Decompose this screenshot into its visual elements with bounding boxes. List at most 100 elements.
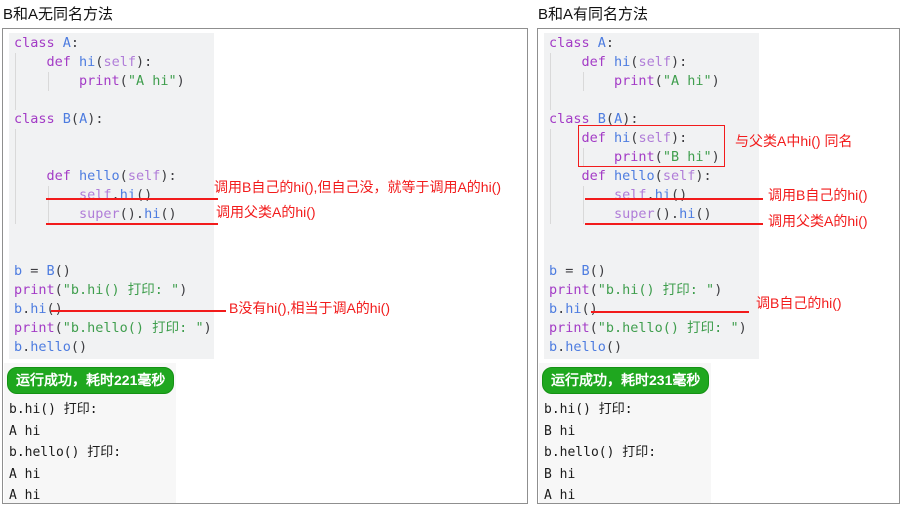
indent-guide <box>550 53 551 72</box>
code-token: print <box>614 149 655 165</box>
code-line: def hello(self): <box>544 167 759 186</box>
annotation-text: 调用父类A的hi() <box>216 204 316 220</box>
code-token: "b.hello() 打印: " <box>62 320 204 336</box>
code-token: () <box>670 187 688 203</box>
code-token: self <box>614 187 647 203</box>
code-token: hi <box>79 54 96 70</box>
code-token: A <box>79 111 88 127</box>
panel-no-same-name-method: B和A无同名方法 class A: def hi(self): print("A… <box>2 6 528 504</box>
code-token: ( <box>119 168 128 184</box>
code-token: A <box>62 35 71 51</box>
panel-title: B和A无同名方法 <box>3 6 114 23</box>
code-token: ) <box>711 73 720 89</box>
code-line <box>544 224 759 243</box>
code-token: hi <box>614 130 631 146</box>
run-status-badge: 运行成功，耗时231毫秒 <box>542 367 710 394</box>
code-token: self <box>638 54 671 70</box>
code-token: () <box>160 206 177 222</box>
indent-guide <box>47 72 49 91</box>
code-token: class <box>14 111 63 127</box>
code-line <box>9 129 214 148</box>
code-token: hello <box>30 339 71 355</box>
code-token: hi <box>679 206 696 222</box>
code-token <box>14 187 79 203</box>
code-line: class A: <box>9 34 214 53</box>
output-line: A hi <box>9 466 41 482</box>
code-token: A <box>597 35 606 51</box>
code-token: self <box>79 187 112 203</box>
indent-guide <box>15 72 16 91</box>
annotation-text: 调用B自己的hi() <box>768 187 868 203</box>
panel-box: class A: def hi(self): print("A hi")clas… <box>537 28 900 504</box>
code-token: ): <box>670 130 688 146</box>
code-token: b <box>14 263 23 279</box>
code-line: self.hi() <box>9 186 214 205</box>
panel-same-name-method: B和A有同名方法 class A: def hi(self): print("A… <box>535 0 902 508</box>
code-token: ( <box>70 111 80 127</box>
code-token: b <box>549 339 558 355</box>
code-token: ) <box>179 282 188 298</box>
code-line: def hello(self): <box>9 167 214 186</box>
code-token: ( <box>119 73 128 89</box>
code-token <box>549 206 614 222</box>
code-token: () <box>589 263 606 279</box>
indent-guide <box>15 186 16 205</box>
code-token: ): <box>135 54 153 70</box>
code-token: "A hi" <box>662 73 712 89</box>
code-token: hello <box>79 168 120 184</box>
code-token <box>14 206 79 222</box>
annotation-text: 调用B自己的hi(),但自己没，就等于调用A的hi() <box>214 179 502 195</box>
code-token: super <box>614 206 655 222</box>
code-token: def <box>46 54 80 70</box>
code-token <box>549 54 582 70</box>
code-token: b <box>549 263 558 279</box>
code-line: print("b.hi() 打印: ") <box>9 281 214 300</box>
code-token: "b.hi() 打印: " <box>62 282 180 298</box>
code-token: B <box>581 263 590 279</box>
code-token: ): <box>670 54 688 70</box>
code-token: . <box>111 187 120 203</box>
code-line: b = B() <box>9 262 214 281</box>
code-line <box>544 91 759 110</box>
code-line <box>9 91 214 110</box>
indent-guide <box>15 53 16 72</box>
code-token: def <box>581 54 615 70</box>
output-line: b.hi() 打印: <box>9 402 106 417</box>
indent-guide <box>47 205 49 224</box>
code-line: def hi(self): <box>544 53 759 72</box>
code-token: ( <box>589 320 598 336</box>
code-line: b.hi() <box>9 300 214 319</box>
code-token: hello <box>614 168 655 184</box>
code-token: class <box>549 111 598 127</box>
output-line: b.hello() 打印: <box>544 445 664 460</box>
code-token: print <box>614 73 655 89</box>
code-token: ) <box>711 149 720 165</box>
code-token: b <box>14 339 23 355</box>
panel-title: B和A有同名方法 <box>538 6 649 23</box>
code-token: ( <box>654 168 663 184</box>
code-line: class B(A): <box>9 110 214 129</box>
code-token: hi <box>654 187 671 203</box>
code-token: super <box>79 206 120 222</box>
indent-guide <box>582 148 584 167</box>
code-token: ): <box>87 111 104 127</box>
code-token: ) <box>176 73 185 89</box>
code-token: B <box>62 111 71 127</box>
code-line <box>544 243 759 262</box>
code-token: self <box>127 168 161 184</box>
code-token: hello <box>565 339 606 355</box>
code-token: ( <box>54 320 63 336</box>
code-token: ( <box>630 54 639 70</box>
code-token: ) <box>714 282 723 298</box>
indent-guide <box>550 205 551 224</box>
code-editor: class A: def hi(self): print("A hi")clas… <box>544 33 759 359</box>
code-line: print("A hi") <box>544 72 759 91</box>
code-token: ): <box>160 168 177 184</box>
code-token: = <box>557 263 582 279</box>
code-line: super().hi() <box>9 205 214 224</box>
code-token: ( <box>654 73 663 89</box>
indent-guide <box>47 186 49 205</box>
annotation-text: 调用父类A的hi() <box>768 213 868 229</box>
code-token: ( <box>95 54 104 70</box>
